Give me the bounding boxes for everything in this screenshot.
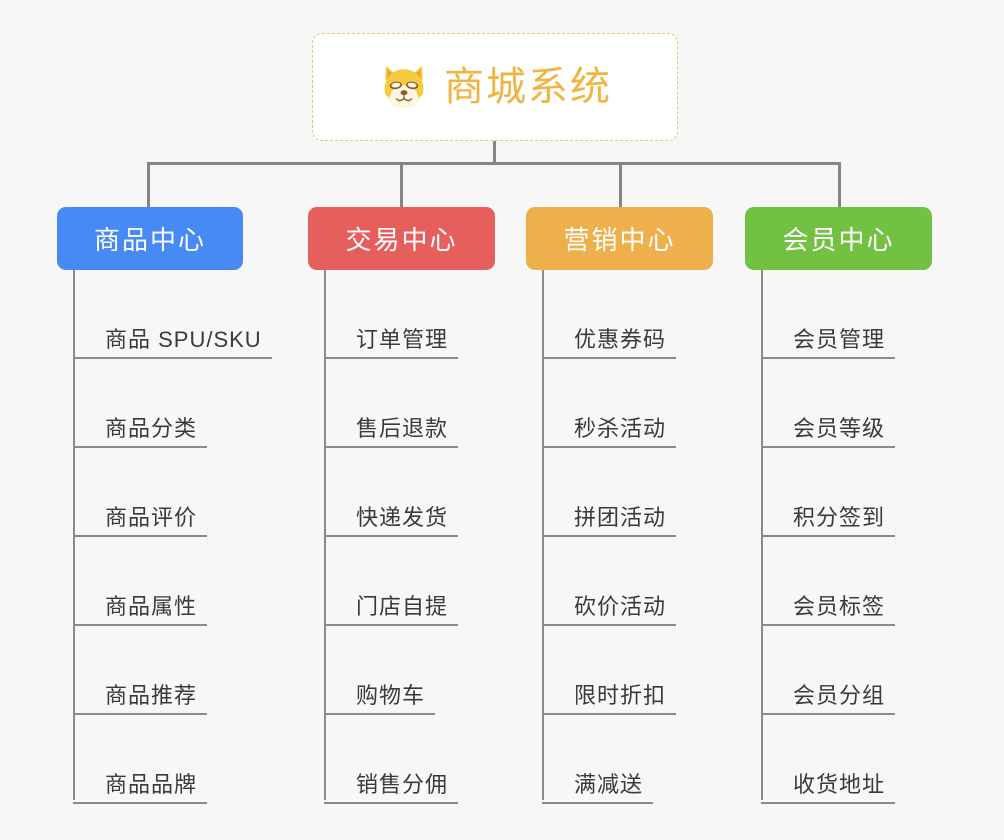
list-item[interactable]: 优惠券码	[542, 270, 677, 359]
connector-drop-2	[400, 162, 403, 208]
leaf-label: 订单管理	[324, 326, 459, 359]
branch-header-member[interactable]: 会员中心	[745, 207, 932, 270]
list-item[interactable]: 会员等级	[761, 359, 896, 448]
list-item[interactable]: 会员分组	[761, 626, 896, 715]
list-item[interactable]: 商品评价	[73, 448, 272, 537]
leaf-list-marketing: 优惠券码 秒杀活动 拼团活动 砍价活动 限时折扣 满减送	[542, 270, 677, 804]
branch-trunk-member	[761, 270, 763, 800]
list-item[interactable]: 订单管理	[324, 270, 459, 359]
leaf-list-member: 会员管理 会员等级 积分签到 会员标签 会员分组 收货地址	[761, 270, 896, 804]
leaf-label: 会员管理	[761, 326, 896, 359]
branch-trunk-product	[73, 270, 75, 800]
branch-header-trade[interactable]: 交易中心	[308, 207, 495, 270]
list-item[interactable]: 快递发货	[324, 448, 459, 537]
leaf-label: 销售分佣	[324, 771, 459, 804]
branch-header-marketing[interactable]: 营销中心	[526, 207, 713, 270]
list-item[interactable]: 砍价活动	[542, 537, 677, 626]
leaf-label: 会员分组	[761, 682, 896, 715]
branch-column-trade: 交易中心 订单管理 售后退款 快递发货 门店自提 购物车 销售分佣	[308, 207, 495, 804]
connector-horizontal-bar	[147, 162, 841, 165]
leaf-label: 会员等级	[761, 415, 896, 448]
leaf-label: 商品推荐	[73, 682, 208, 715]
list-item[interactable]: 限时折扣	[542, 626, 677, 715]
leaf-label: 购物车	[324, 682, 436, 715]
leaf-label: 优惠券码	[542, 326, 677, 359]
list-item[interactable]: 会员标签	[761, 537, 896, 626]
leaf-label: 积分签到	[761, 504, 896, 537]
branch-header-product[interactable]: 商品中心	[57, 207, 243, 270]
leaf-label: 收货地址	[761, 771, 896, 804]
list-item[interactable]: 拼团活动	[542, 448, 677, 537]
leaf-label: 拼团活动	[542, 504, 677, 537]
leaf-label: 商品属性	[73, 593, 208, 626]
list-item[interactable]: 销售分佣	[324, 715, 459, 804]
branch-column-member: 会员中心 会员管理 会员等级 积分签到 会员标签 会员分组 收货地址	[745, 207, 932, 804]
leaf-list-trade: 订单管理 售后退款 快递发货 门店自提 购物车 销售分佣	[324, 270, 459, 804]
connector-stem	[493, 141, 496, 164]
list-item[interactable]: 积分签到	[761, 448, 896, 537]
root-node[interactable]: 商城系统	[312, 33, 678, 141]
leaf-label: 砍价活动	[542, 593, 677, 626]
leaf-label: 秒杀活动	[542, 415, 677, 448]
leaf-label: 快递发货	[324, 504, 459, 537]
branch-trunk-trade	[324, 270, 326, 800]
branch-column-marketing: 营销中心 优惠券码 秒杀活动 拼团活动 砍价活动 限时折扣 满减送	[526, 207, 713, 804]
leaf-label: 会员标签	[761, 593, 896, 626]
leaf-list-product: 商品 SPU/SKU 商品分类 商品评价 商品属性 商品推荐 商品品牌	[73, 270, 272, 804]
leaf-label: 商品品牌	[73, 771, 208, 804]
list-item[interactable]: 商品分类	[73, 359, 272, 448]
list-item[interactable]: 商品品牌	[73, 715, 272, 804]
leaf-label: 满减送	[542, 771, 654, 804]
branch-column-product: 商品中心 商品 SPU/SKU 商品分类 商品评价 商品属性 商品推荐 商品品牌	[57, 207, 272, 804]
leaf-label: 商品分类	[73, 415, 208, 448]
connector-drop-1	[147, 162, 150, 208]
connector-drop-3	[619, 162, 622, 208]
leaf-label: 商品 SPU/SKU	[73, 326, 272, 359]
root-title: 商城系统	[444, 65, 612, 109]
list-item[interactable]: 售后退款	[324, 359, 459, 448]
leaf-label: 限时折扣	[542, 682, 677, 715]
list-item[interactable]: 门店自提	[324, 537, 459, 626]
leaf-label: 商品评价	[73, 504, 208, 537]
leaf-label: 售后退款	[324, 415, 459, 448]
list-item[interactable]: 秒杀活动	[542, 359, 677, 448]
list-item[interactable]: 收货地址	[761, 715, 896, 804]
list-item[interactable]: 商品推荐	[73, 626, 272, 715]
list-item[interactable]: 满减送	[542, 715, 676, 804]
connector-drop-4	[838, 162, 841, 208]
shiba-dog-face-icon	[384, 65, 424, 109]
branch-trunk-marketing	[542, 270, 544, 800]
list-item[interactable]: 商品 SPU/SKU	[73, 270, 272, 359]
list-item[interactable]: 购物车	[324, 626, 458, 715]
leaf-label: 门店自提	[324, 593, 459, 626]
list-item[interactable]: 会员管理	[761, 270, 896, 359]
list-item[interactable]: 商品属性	[73, 537, 272, 626]
